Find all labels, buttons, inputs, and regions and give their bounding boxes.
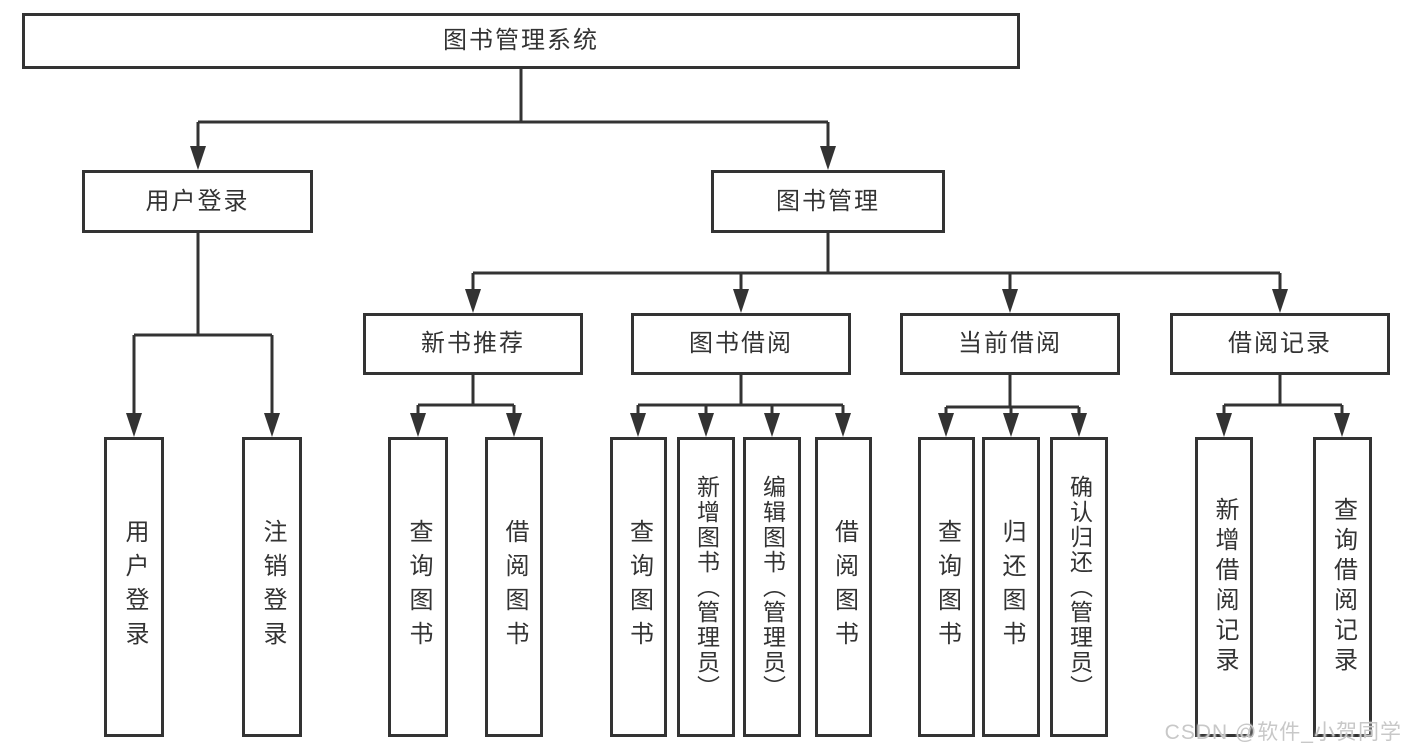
node-label: 借阅图书 [501, 519, 528, 655]
node-label: 确认归还（管理员） [1066, 474, 1093, 700]
node-label: 当前借阅 [958, 330, 1062, 357]
connector-book-borrow-to-leaves [630, 375, 851, 437]
node-label: 用户登录 [121, 519, 148, 655]
node-label: 借阅图书 [830, 519, 858, 655]
node-label: 用户登录 [145, 187, 250, 215]
leaf-user-login: 用户登录 [104, 437, 164, 737]
node-label: 新增借阅记录 [1211, 497, 1238, 677]
node-label: 归还图书 [998, 519, 1025, 655]
node-label: 新增图书（管理员） [693, 474, 720, 700]
node-library-management-system: 图书管理系统 [22, 13, 1020, 69]
node-current-borrowing: 当前借阅 [900, 313, 1120, 375]
connector-new-book-rec-to-leaves [410, 375, 522, 437]
leaf-bb-query-books: 查询图书 [610, 437, 667, 737]
node-new-book-recommendation: 新书推荐 [363, 313, 583, 375]
leaf-logout: 注销登录 [242, 437, 302, 737]
node-label: 查询借阅记录 [1329, 497, 1357, 677]
leaf-cb-return-books: 归还图书 [982, 437, 1040, 737]
node-label: 注销登录 [259, 519, 286, 655]
node-user-login: 用户登录 [82, 170, 313, 233]
leaf-cb-confirm-return-admin: 确认归还（管理员） [1050, 437, 1108, 737]
watermark: CSDN @软件_小贺同学 [1164, 721, 1402, 744]
connector-book-mgmt-to-level3 [465, 233, 1288, 313]
node-borrowing-records: 借阅记录 [1170, 313, 1390, 375]
connector-root-to-level2 [190, 69, 836, 170]
leaf-bb-add-books-admin: 新增图书（管理员） [677, 437, 735, 737]
leaf-cb-query-books: 查询图书 [918, 437, 975, 737]
leaf-bb-edit-books-admin: 编辑图书（管理员） [743, 437, 801, 737]
node-label: 图书管理 [776, 187, 880, 215]
node-label: 查询图书 [405, 519, 432, 655]
node-book-borrowing: 图书借阅 [631, 313, 851, 375]
connector-user-login-to-leaves [126, 233, 280, 437]
connector-current-borrow-to-leaves [938, 375, 1087, 437]
leaf-nbr-borrow-books: 借阅图书 [485, 437, 543, 737]
node-label: 借阅记录 [1228, 330, 1332, 357]
node-book-management: 图书管理 [711, 170, 945, 233]
node-label: 查询图书 [933, 519, 961, 655]
connector-borrow-record-to-leaves [1216, 375, 1350, 437]
leaf-nbr-query-books: 查询图书 [388, 437, 448, 737]
node-label: 查询图书 [625, 519, 653, 655]
node-label: 编辑图书（管理员） [759, 474, 786, 700]
node-label: 图书管理系统 [443, 27, 599, 54]
node-label: 图书借阅 [689, 330, 793, 357]
leaf-br-query-record: 查询借阅记录 [1313, 437, 1372, 737]
leaf-br-add-record: 新增借阅记录 [1195, 437, 1253, 737]
leaf-bb-borrow-books: 借阅图书 [815, 437, 872, 737]
node-label: 新书推荐 [421, 330, 525, 357]
